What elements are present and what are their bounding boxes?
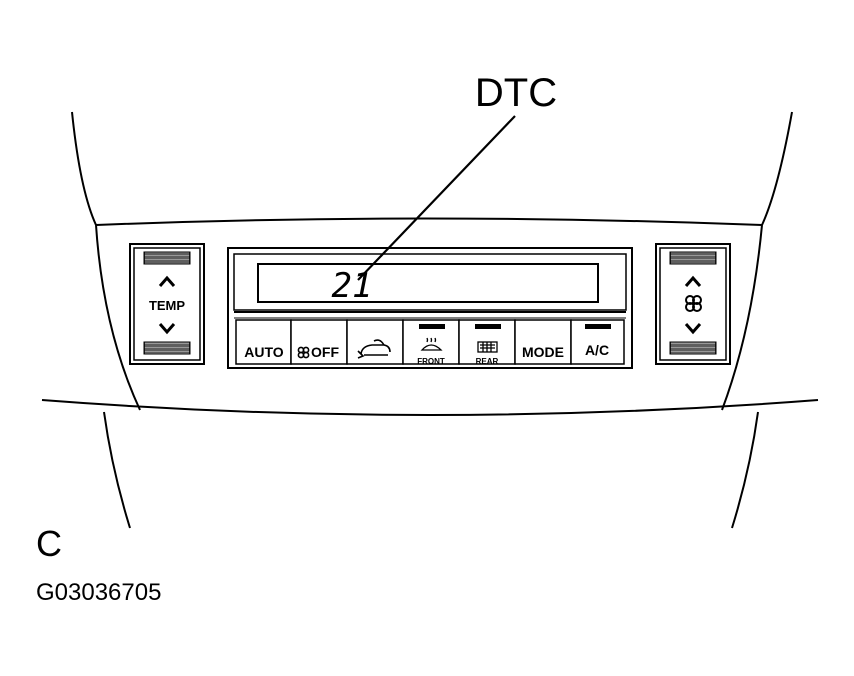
front-label: FRONT <box>417 357 445 366</box>
grip-icon <box>669 251 717 265</box>
callout-leader-line <box>357 115 516 281</box>
chevron-down-icon <box>684 323 702 335</box>
chevron-down-icon <box>158 323 176 335</box>
lcd-display <box>257 263 599 303</box>
rear-defrost-icon <box>477 341 498 353</box>
dashboard-outline <box>41 111 819 529</box>
fan-icon <box>297 346 310 359</box>
fan-speed-control[interactable] <box>655 243 731 365</box>
off-label: OFF <box>311 344 339 360</box>
grip-icon <box>143 341 191 355</box>
temp-control[interactable]: TEMP <box>129 243 205 365</box>
front-defrost-icon <box>420 337 443 351</box>
ac-button[interactable]: A/C <box>570 319 625 365</box>
auto-label: AUTO <box>244 344 284 360</box>
auto-button[interactable]: AUTO <box>235 319 292 365</box>
grip-icon <box>669 341 717 355</box>
chevron-up-icon <box>684 275 702 287</box>
indicator-led <box>475 324 501 329</box>
chevron-up-icon <box>158 275 176 287</box>
figure-letter: C <box>36 523 62 564</box>
indicator-led <box>419 324 445 329</box>
grip-icon <box>143 251 191 265</box>
dtc-callout-label: DTC <box>475 71 557 115</box>
recirculation-icon <box>357 339 391 359</box>
mode-label: MODE <box>522 344 564 360</box>
front-defrost-button[interactable]: FRONT <box>402 319 460 366</box>
figure-id: G03036705 <box>36 579 161 606</box>
indicator-led <box>585 324 611 329</box>
button-row: AUTO OFF <box>235 319 625 366</box>
fan-icon <box>685 295 702 312</box>
rear-label: REAR <box>476 357 499 366</box>
temp-label: TEMP <box>149 298 185 313</box>
fan-off-button[interactable]: OFF <box>290 319 348 365</box>
recirculation-button[interactable] <box>346 319 404 365</box>
mode-button[interactable]: MODE <box>514 319 572 365</box>
rear-defrost-button[interactable]: REAR <box>458 319 516 366</box>
ac-label: A/C <box>585 342 609 358</box>
